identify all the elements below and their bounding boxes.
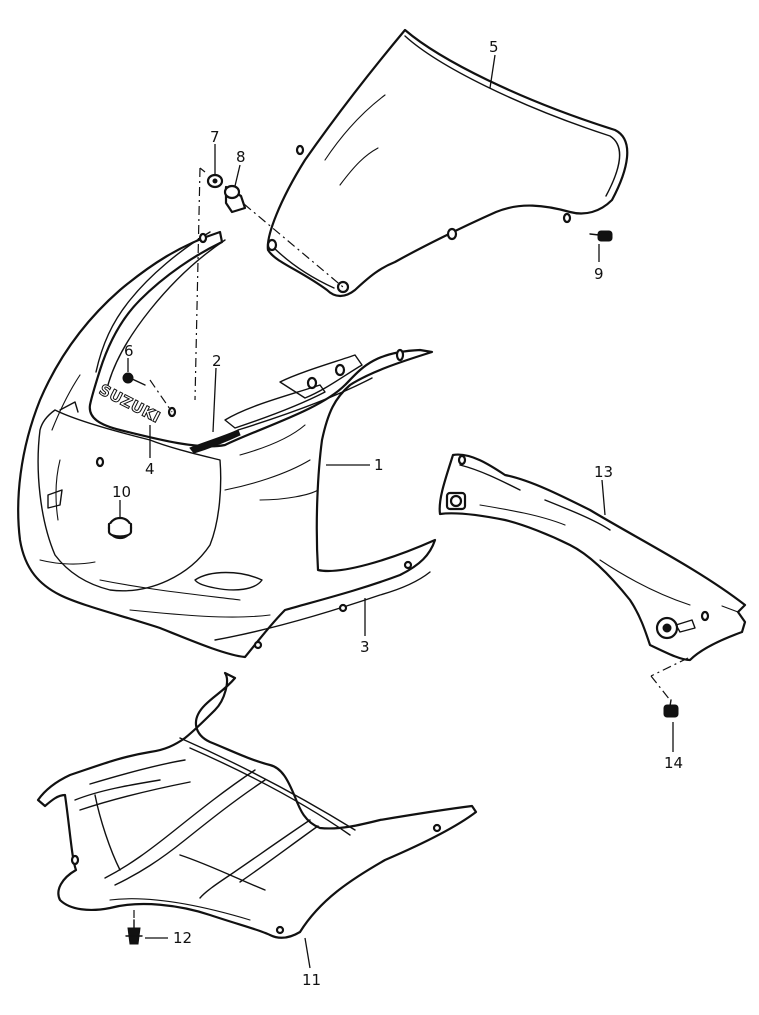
callout-labels: 5 7 8 9 2 6 4 1 10 3 13 14 12 11 [112, 38, 683, 989]
callout-5: 5 [489, 38, 499, 56]
callout-12: 12 [173, 929, 192, 947]
nut-part-7 [206, 173, 224, 189]
callout-9: 9 [594, 265, 604, 283]
callout-4: 4 [145, 460, 155, 478]
callout-10: 10 [112, 483, 131, 501]
grommet-part-10 [107, 516, 133, 540]
callout-6: 6 [124, 342, 134, 360]
suzuki-emblem-text: SUZUKI [96, 381, 163, 427]
callout-2: 2 [212, 352, 222, 370]
windscreen-part-5 [266, 28, 629, 298]
callout-11: 11 [302, 971, 321, 989]
callout-8: 8 [236, 148, 246, 166]
callout-7: 7 [210, 128, 220, 146]
screw-part-6 [122, 372, 146, 386]
upper-cowling-part-1 [17, 230, 437, 659]
callout-14: 14 [664, 754, 683, 772]
assembly-lines [133, 167, 689, 918]
leader-lines [119, 54, 674, 969]
spacer-part-8 [223, 184, 247, 214]
inner-panel-part-13 [438, 453, 747, 662]
screw-part-14 [663, 699, 679, 718]
screw-part-9 [589, 230, 613, 242]
callout-1: 1 [374, 456, 384, 474]
callout-3: 3 [360, 638, 370, 656]
rivet-part-12 [125, 919, 143, 945]
callout-13: 13 [594, 463, 613, 481]
under-cowl-part-11 [36, 671, 478, 939]
